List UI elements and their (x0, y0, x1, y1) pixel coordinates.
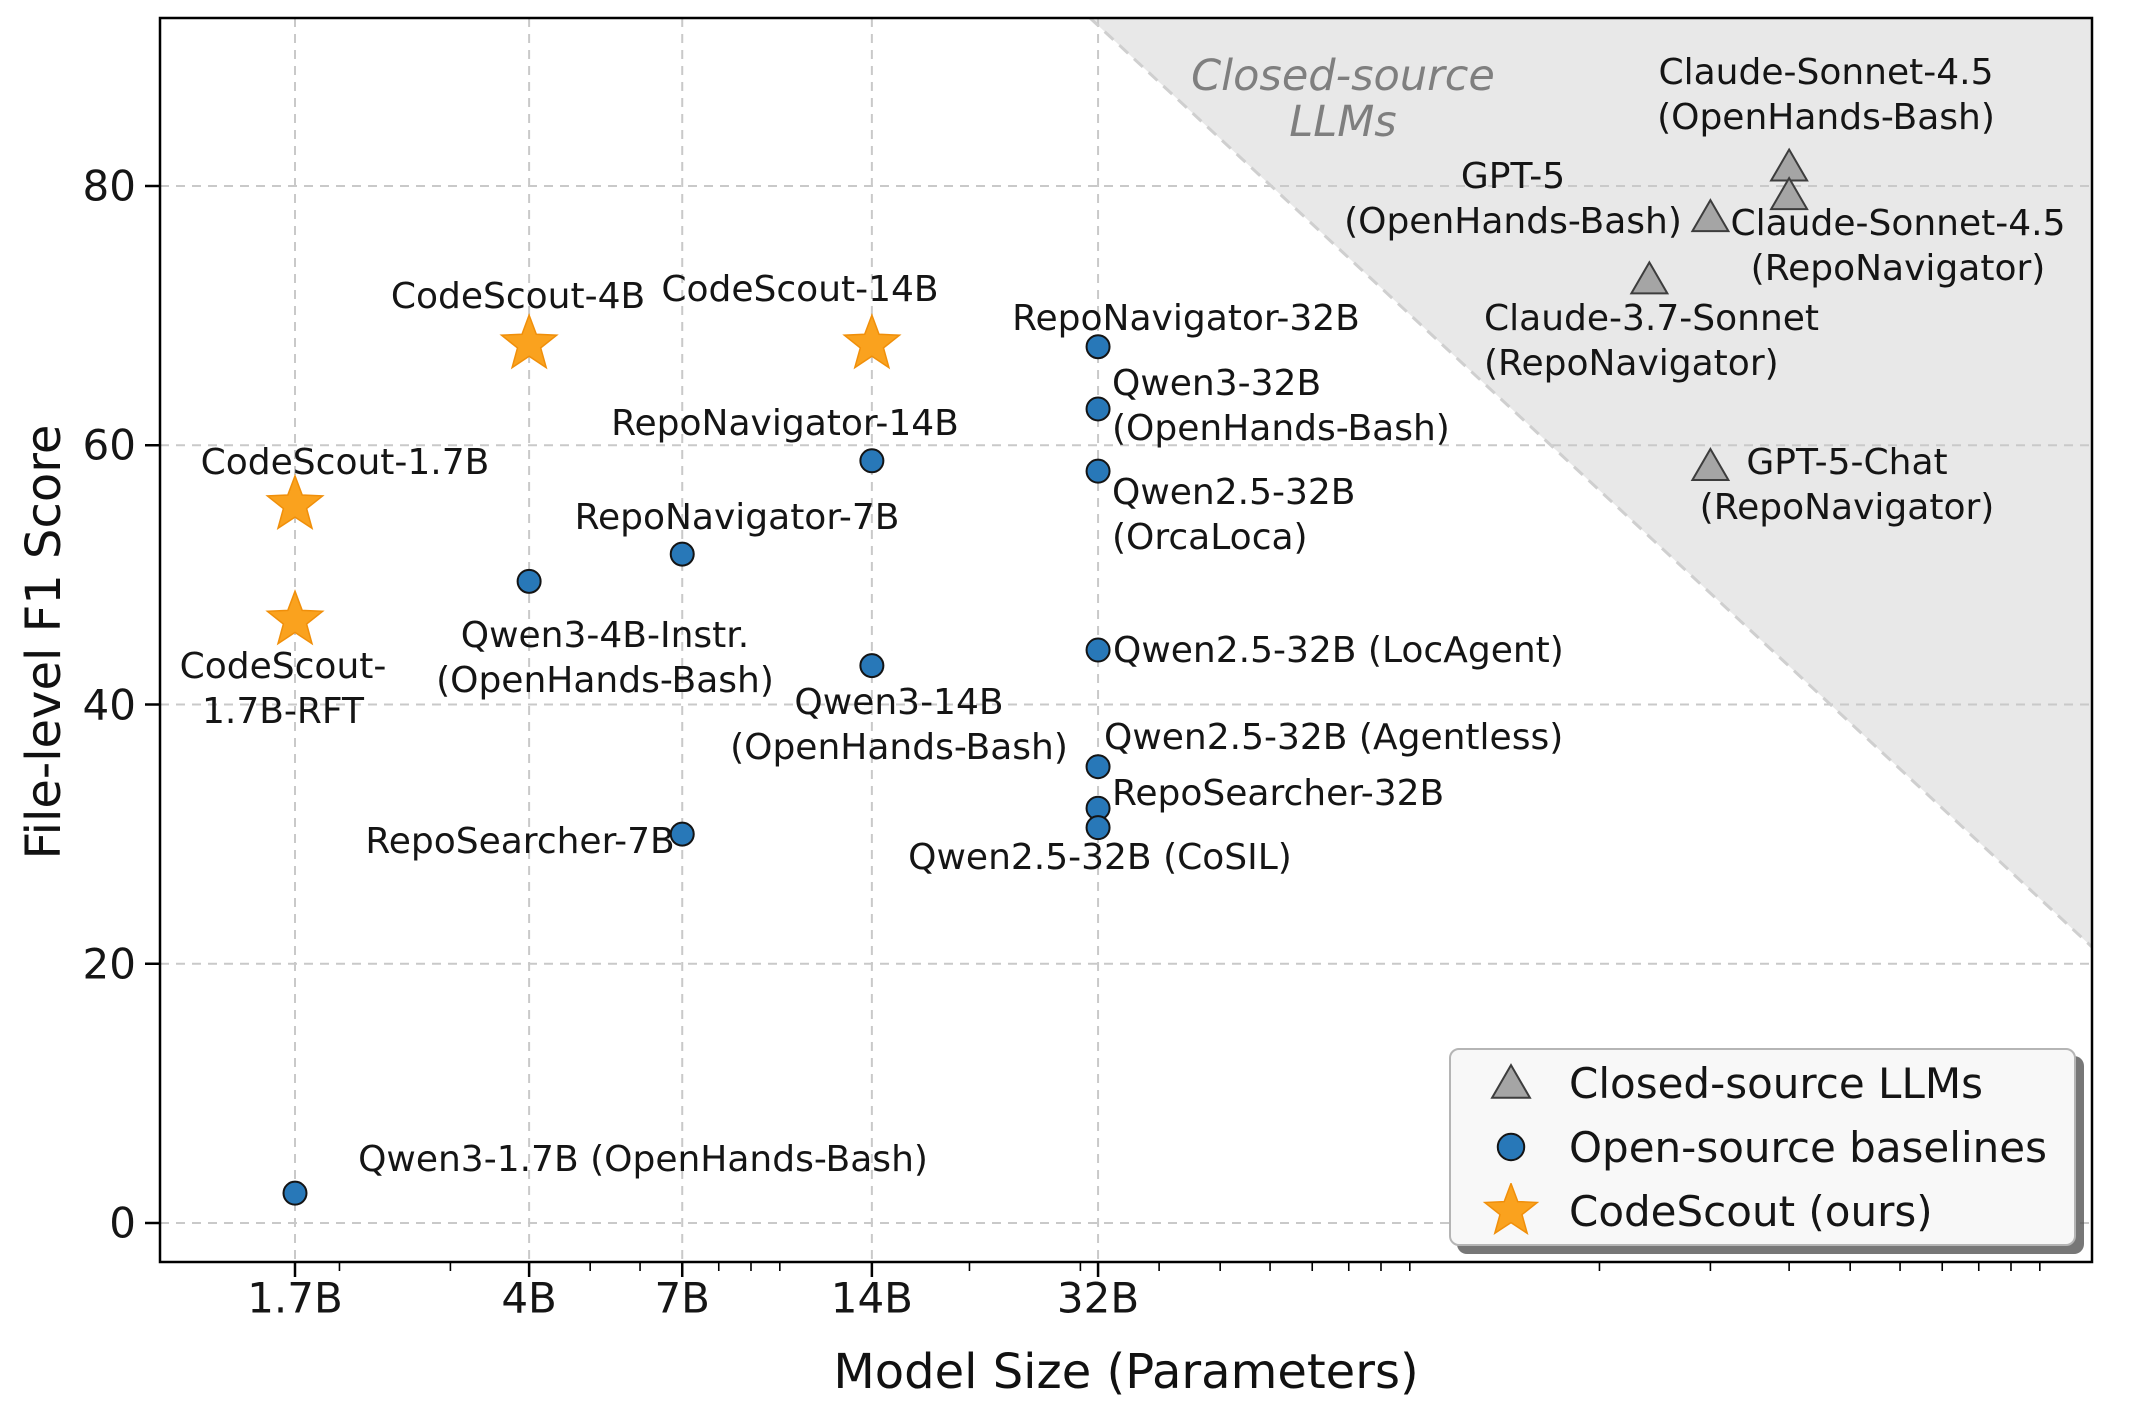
open-source-point-marker (282, 1180, 308, 1206)
closed-source-region-border (1088, 16, 2094, 949)
y-axis-title: File-level F1 Score (16, 424, 72, 860)
circle-icon (1496, 1132, 1526, 1162)
data-point-label: RepoNavigator-32B (1012, 298, 1360, 339)
open-source-point-marker (859, 653, 885, 679)
codescout-point-marker (265, 473, 325, 531)
data-point-label: Qwen2.5-32B(OrcaLoca) (1112, 472, 1356, 558)
codescout-point-marker (842, 312, 902, 370)
data-point-label: Qwen2.5-32B (LocAgent) (1113, 630, 1564, 671)
data-point-label: GPT-5(OpenHands-Bash) (1344, 156, 1682, 242)
data-point-label: CodeScout-4B (390, 276, 646, 317)
closed-source-point-marker (1490, 1063, 1532, 1099)
x-tick-label: 1.7B (247, 1273, 343, 1323)
data-point-label: Qwen2.5-32B (CoSIL) (908, 837, 1292, 878)
triangle-icon (1490, 1063, 1532, 1099)
open-source-point-marker (516, 568, 542, 594)
open-source-point-marker (1085, 754, 1111, 780)
x-tick-label: 7B (654, 1273, 710, 1323)
legend-item-codescout: CodeScout (ours) (1479, 1183, 2074, 1239)
y-tick-label: 40 (82, 680, 136, 729)
data-point-label: Qwen2.5-32B (Agentless) (1104, 717, 1564, 758)
closed-source-point-marker (1629, 260, 1670, 295)
closed-source-point-marker (1690, 198, 1731, 233)
x-tick-label: 32B (1056, 1273, 1140, 1323)
open-source-point-marker (1085, 815, 1111, 841)
data-point-label: RepoNavigator-7B (574, 497, 900, 538)
star-icon (1482, 1183, 1540, 1236)
data-point-label: Claude-3.7-Sonnet(RepoNavigator) (1484, 298, 1820, 384)
legend-box: Closed-source LLMs Open-source baselines… (1449, 1048, 2076, 1246)
y-tick-label: 0 (109, 1198, 136, 1248)
open-source-point-marker (1085, 334, 1111, 360)
y-tick-label: 60 (82, 420, 136, 470)
plot-border (158, 16, 2094, 1264)
legend-item-label: Closed-source LLMs (1569, 1058, 1983, 1108)
data-point-label: Claude-Sonnet-4.5(RepoNavigator) (1730, 203, 2066, 289)
x-tick-label: 14B (830, 1273, 914, 1323)
legend-item-closed-source: Closed-source LLMs (1479, 1055, 2074, 1111)
data-point-label: Qwen3-1.7B (OpenHands-Bash) (358, 1139, 928, 1180)
data-point-label: Qwen3-4B-Instr.(OpenHands-Bash) (436, 615, 774, 701)
data-point-label: CodeScout-1.7B (200, 442, 490, 483)
closed-source-point-marker (1769, 176, 1809, 211)
data-point-label: CodeScout-1.7B-RFT (179, 646, 387, 732)
codescout-point-marker (499, 312, 559, 370)
open-source-point-marker (1085, 396, 1111, 422)
data-point-label: GPT-5-Chat(RepoNavigator) (1699, 442, 1995, 528)
open-source-point-marker (1496, 1132, 1526, 1162)
data-point-label: RepoNavigator-14B (611, 403, 959, 444)
open-source-point-marker (669, 821, 695, 847)
data-point-label: RepoSearcher-32B (1112, 773, 1445, 814)
data-point-label: Qwen3-14B(OpenHands-Bash) (730, 682, 1068, 768)
open-source-point-marker (1085, 458, 1111, 484)
legend-item-open-source: Open-source baselines (1479, 1119, 2074, 1175)
legend-item-label: CodeScout (ours) (1569, 1186, 1933, 1236)
data-point-label: Qwen3-32B(OpenHands-Bash) (1112, 363, 1450, 449)
open-source-point-marker (669, 541, 695, 567)
y-tick-label: 20 (82, 939, 136, 989)
x-tick-label: 4B (501, 1273, 557, 1323)
codescout-point-marker (265, 589, 325, 646)
x-axis-title: Model Size (Parameters) (833, 1344, 1419, 1400)
codescout-point-marker (1482, 1183, 1540, 1236)
open-source-point-marker (859, 448, 885, 474)
closed-source-point-marker (1690, 446, 1731, 481)
open-source-point-marker (1085, 637, 1111, 663)
y-tick-label: 80 (82, 161, 136, 211)
data-point-label: CodeScout-14B (661, 269, 939, 310)
legend-item-label: Open-source baselines (1569, 1122, 2047, 1172)
data-point-label: Claude-Sonnet-4.5(OpenHands-Bash) (1657, 52, 1995, 138)
data-point-label: RepoSearcher-7B (365, 821, 675, 862)
